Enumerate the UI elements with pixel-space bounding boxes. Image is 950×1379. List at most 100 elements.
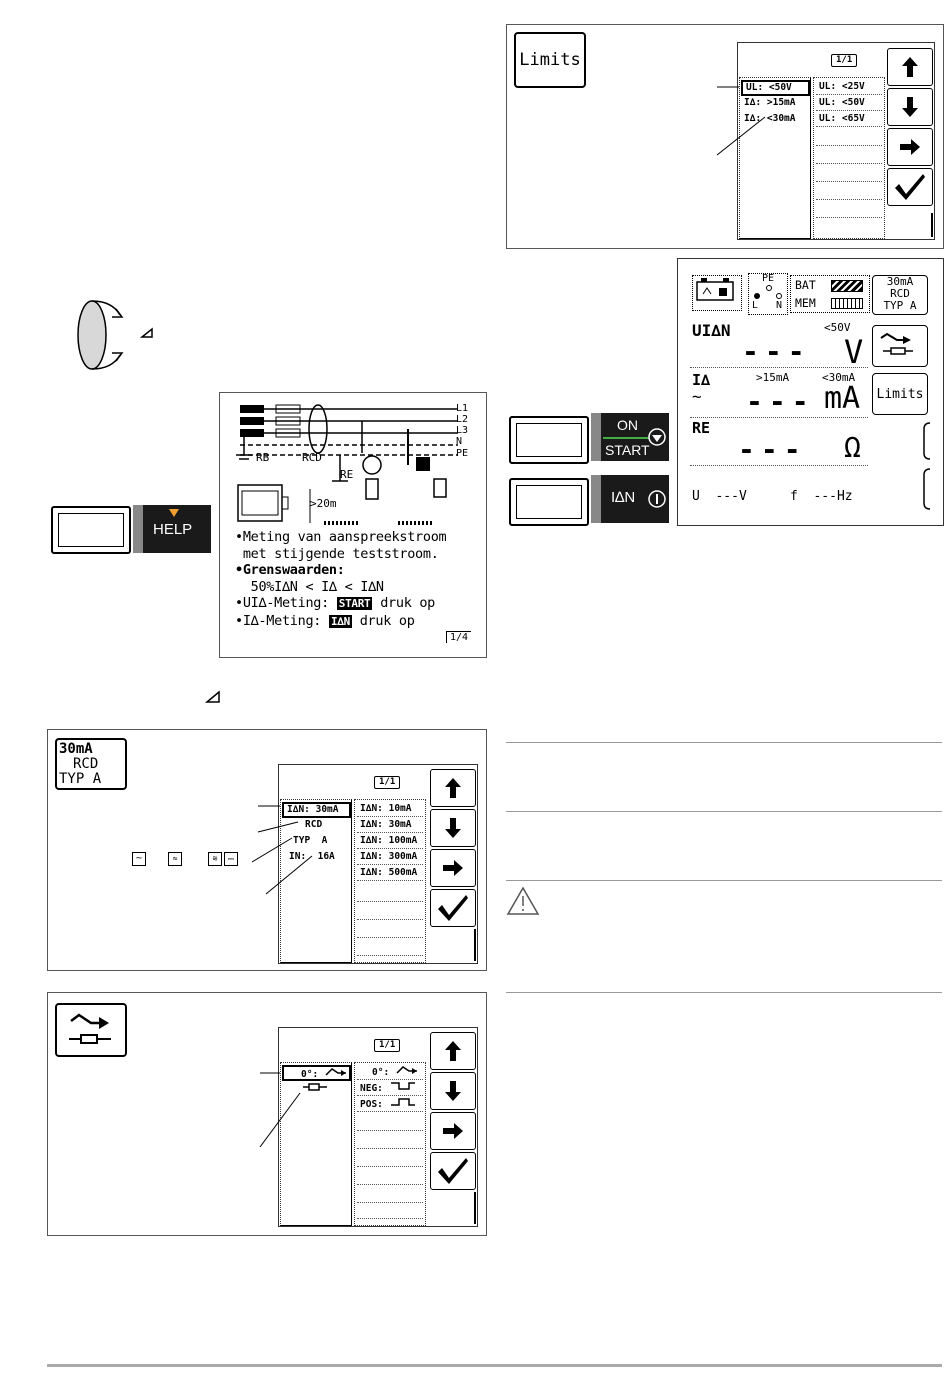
rcd-options-list: I∆N: 10mA I∆N: 30mA I∆N: 100mA I∆N: 300m… bbox=[354, 799, 426, 963]
ia-max-selected[interactable]: I∆: <30mA bbox=[744, 113, 796, 124]
confirm-button[interactable] bbox=[430, 889, 476, 927]
arrow-up-icon bbox=[445, 778, 461, 798]
re-label: RE bbox=[340, 468, 354, 481]
arrow-up-icon bbox=[902, 57, 918, 77]
confirm-button[interactable] bbox=[430, 1152, 476, 1190]
right-button[interactable] bbox=[430, 849, 476, 887]
leader-lines bbox=[716, 86, 766, 156]
confirm-button[interactable] bbox=[887, 168, 933, 206]
limits-icon-label: Limits bbox=[519, 50, 581, 70]
delta-symbol-icon bbox=[205, 690, 220, 703]
ian-option[interactable]: I∆N: 30mA bbox=[357, 818, 423, 833]
phase-n: N bbox=[456, 436, 463, 447]
re-label: RE bbox=[692, 419, 711, 437]
rcd-screen: 1/1 I∆N: 30mA RCD TYP A IN: 16A I∆N: 10m… bbox=[278, 764, 478, 964]
pulsating-type-icon: ≈ bbox=[168, 852, 182, 866]
ian-key[interactable] bbox=[509, 478, 589, 526]
rb-label: RB bbox=[256, 451, 270, 464]
help-line-6: •I∆-Meting: I∆N druk op bbox=[235, 612, 415, 629]
phase-l1: L1 bbox=[456, 403, 469, 414]
down-button[interactable] bbox=[430, 1072, 476, 1110]
on-start-key[interactable] bbox=[509, 416, 589, 464]
ul-selected[interactable]: UL: <50V bbox=[741, 80, 810, 96]
battery-icon bbox=[831, 280, 863, 292]
in-selected[interactable]: IN: 16A bbox=[289, 851, 335, 862]
waveform-button[interactable] bbox=[872, 325, 928, 367]
waveform-icon bbox=[880, 332, 913, 355]
memory-icon bbox=[831, 298, 863, 309]
phase-l3: L3 bbox=[456, 425, 469, 436]
up-button[interactable] bbox=[887, 48, 933, 86]
plug-icon bbox=[303, 1083, 327, 1091]
help-page-indicator: 1/4 bbox=[446, 631, 472, 643]
divider bbox=[506, 742, 942, 743]
ia-label: I∆ bbox=[692, 371, 711, 389]
rcd-icon-button[interactable]: 30mA RCD TYP A bbox=[55, 738, 127, 790]
scroll-brackets bbox=[923, 422, 931, 510]
right-button[interactable] bbox=[430, 1112, 476, 1150]
ian-selected[interactable]: I∆N: 30mA bbox=[282, 802, 351, 818]
down-circle-icon bbox=[648, 428, 666, 446]
measurement-display: PE L N BAT MEM 30mA RCD TYP A UI∆N <50V … bbox=[677, 258, 944, 526]
dc-type-icon: ⎓ bbox=[224, 852, 238, 866]
help-line-5: •UI∆-Meting: START druk op bbox=[235, 595, 436, 611]
rcd-selected[interactable]: RCD bbox=[305, 819, 323, 830]
ia-min: >15mA bbox=[756, 371, 790, 384]
wave-options-list: 0°: NEG: POS: bbox=[354, 1062, 426, 1226]
info-circle-icon bbox=[648, 490, 666, 508]
help-key[interactable] bbox=[51, 506, 131, 554]
ian-label: I∆N bbox=[591, 475, 669, 523]
checkmark-icon bbox=[895, 174, 925, 200]
ia-min-selected[interactable]: I∆: >15mA bbox=[744, 97, 796, 108]
leader-lines bbox=[259, 1072, 301, 1148]
ul-option[interactable]: UL: <65V bbox=[816, 112, 882, 127]
down-button[interactable] bbox=[887, 88, 933, 126]
checkmark-icon bbox=[438, 1158, 468, 1184]
limits-panel: Limits 1/1 UL: <50V I∆: >15mA I∆: <30mA … bbox=[506, 24, 944, 249]
footer-rule bbox=[47, 1364, 942, 1367]
ian-option[interactable]: I∆N: 100mA bbox=[357, 834, 423, 849]
ac-type-icon: ~ bbox=[132, 852, 146, 866]
wave-selected[interactable]: 0°: bbox=[282, 1065, 351, 1081]
rcd-panel: 30mA RCD TYP A 1/1 I∆N: 30mA RCD TYP A I… bbox=[47, 729, 487, 971]
positive-pulse-icon bbox=[390, 1098, 415, 1106]
wave-option-0[interactable]: 0°: bbox=[357, 1065, 423, 1080]
pe-connection-icon: PE L N bbox=[748, 273, 788, 315]
arrow-down-icon bbox=[445, 818, 461, 838]
circuit-diagram bbox=[236, 404, 458, 525]
ul-option[interactable]: UL: <50V bbox=[816, 96, 882, 111]
re-unit: Ω bbox=[844, 431, 861, 464]
phase-pe: PE bbox=[456, 448, 469, 459]
wave-option-pos[interactable]: POS: bbox=[357, 1097, 423, 1112]
limits-selected-list: UL: <50V I∆: >15mA I∆: <30mA bbox=[739, 77, 811, 239]
rising-wave-icon bbox=[325, 1068, 346, 1076]
up-button[interactable] bbox=[430, 1032, 476, 1070]
ian-option[interactable]: I∆N: 300mA bbox=[357, 850, 423, 865]
phase-l2: L2 bbox=[456, 414, 469, 425]
limits-button[interactable]: Limits bbox=[872, 373, 928, 415]
rising-wave-icon bbox=[396, 1066, 417, 1074]
rcd-label: RCD bbox=[302, 451, 322, 464]
limits-icon-button[interactable]: Limits bbox=[514, 32, 586, 88]
ian-option[interactable]: I∆N: 10mA bbox=[357, 802, 423, 817]
right-button[interactable] bbox=[887, 128, 933, 166]
limits-screen: 1/1 UL: <50V I∆: >15mA I∆: <30mA UL: <25… bbox=[737, 42, 935, 240]
bat-mem-status: BAT MEM bbox=[790, 275, 870, 313]
down-button[interactable] bbox=[430, 809, 476, 847]
ul-option[interactable]: UL: <25V bbox=[816, 80, 882, 95]
arrow-down-icon bbox=[445, 1081, 461, 1101]
ia-max: <30mA bbox=[822, 371, 856, 384]
wave-option-neg[interactable]: NEG: bbox=[357, 1081, 423, 1096]
waveform-icon-button[interactable] bbox=[55, 1003, 127, 1057]
rcd-type-button[interactable]: 30mA RCD TYP A bbox=[872, 275, 928, 315]
up-button[interactable] bbox=[430, 769, 476, 807]
arrow-up-icon bbox=[445, 1041, 461, 1061]
help-screen: L1 L2 L3 N PE RB RCD RE >20m •Meting van… bbox=[219, 392, 487, 658]
arrow-down-icon bbox=[902, 97, 918, 117]
page-indicator: 1/1 bbox=[374, 1039, 401, 1052]
voltage-readout: U ---V bbox=[692, 489, 747, 504]
waveform-screen: 1/1 0°: 0°: NEG: POS: bbox=[278, 1027, 478, 1227]
divider bbox=[506, 811, 942, 812]
ian-option[interactable]: I∆N: 500mA bbox=[357, 866, 423, 881]
type-selected[interactable]: TYP A bbox=[293, 835, 328, 846]
